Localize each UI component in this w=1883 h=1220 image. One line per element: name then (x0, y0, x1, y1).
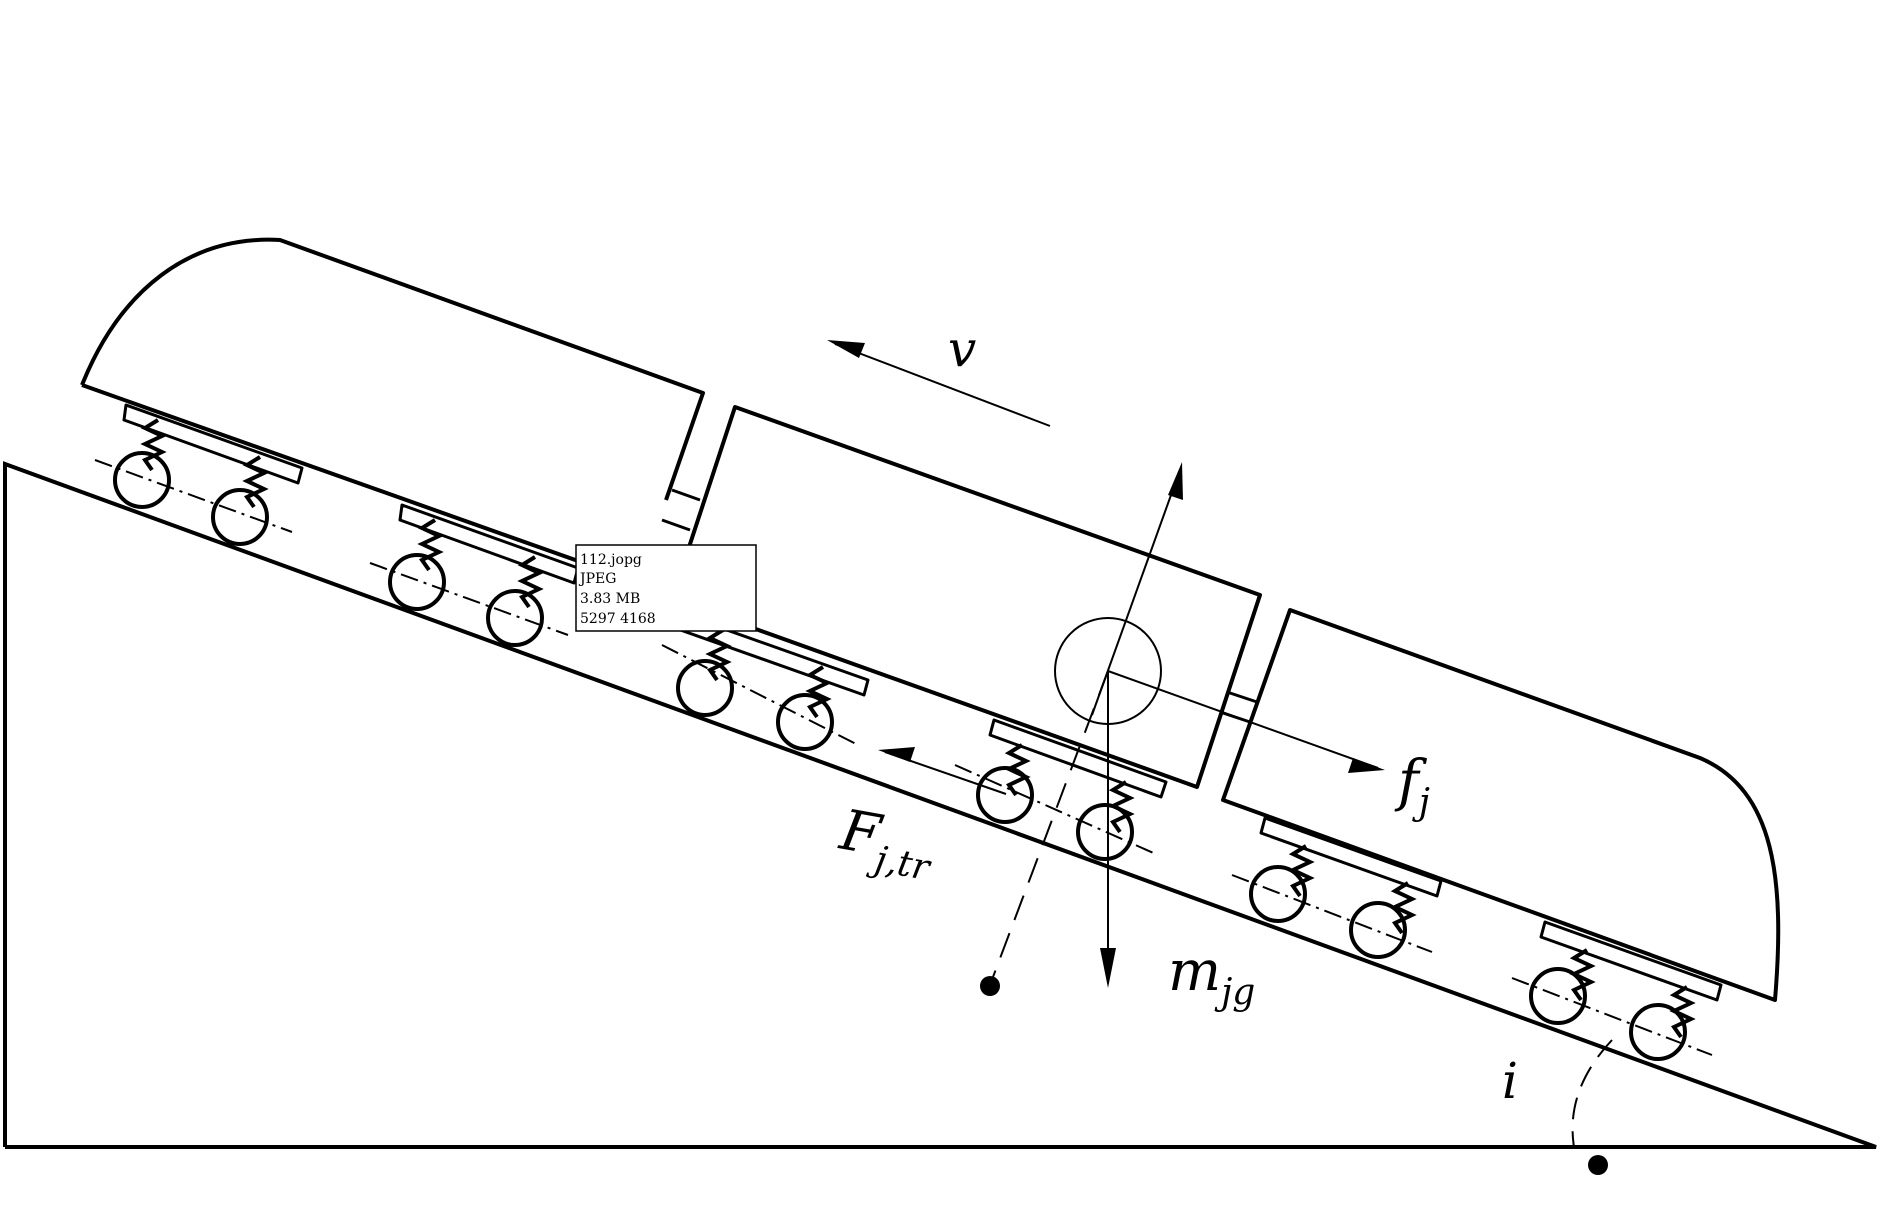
traction-label: Fj,tr (833, 798, 941, 890)
wheel (1629, 1003, 1687, 1061)
slope-angle-label: i (1502, 1052, 1518, 1110)
wheels (113, 451, 1687, 1061)
normal-force-arrow (1091, 462, 1183, 716)
velocity-label: v (948, 320, 976, 378)
springs (140, 418, 1696, 1039)
normal-dashed-line (989, 670, 1109, 986)
gravity-arrow (1100, 671, 1116, 988)
wheel (1076, 803, 1134, 861)
drag-arrow (1107, 670, 1385, 773)
incline (3, 461, 1877, 1149)
slope-angle-dot (1588, 1155, 1608, 1175)
tooltip-row-1: JPEG (578, 571, 616, 587)
wheel (486, 589, 544, 647)
traction-arrow (878, 747, 1007, 795)
wheel (776, 693, 834, 751)
rear-car (80, 237, 705, 592)
wheel (211, 488, 269, 546)
velocity-arrow (827, 340, 1051, 427)
front-car (1221, 608, 1781, 1002)
gravity-label-sub: jg (1214, 972, 1255, 1013)
file-info-tooltip: 112.jopg JPEG 3.83 MB 5297 4168 (575, 544, 757, 632)
drag-label: fj (1394, 749, 1430, 823)
tooltip-file-name: 112.jopg (580, 552, 642, 568)
wheel (1249, 865, 1307, 923)
tooltip-row-2: 3.83 MB (580, 591, 640, 607)
slope-angle-arc (1571, 1039, 1613, 1148)
wheel (676, 659, 734, 717)
coupler-rear (661, 488, 701, 532)
gravity-label-base: m (1168, 939, 1221, 1004)
gravity-label: mjg (1168, 939, 1255, 1013)
wheel (1349, 901, 1407, 959)
wheel (113, 451, 171, 509)
wheel (388, 553, 446, 611)
wheel (976, 766, 1034, 824)
wheel (1529, 967, 1587, 1025)
normal-line-end-dot (980, 976, 1000, 996)
tooltip-row-3: 5297 4168 (580, 611, 656, 627)
